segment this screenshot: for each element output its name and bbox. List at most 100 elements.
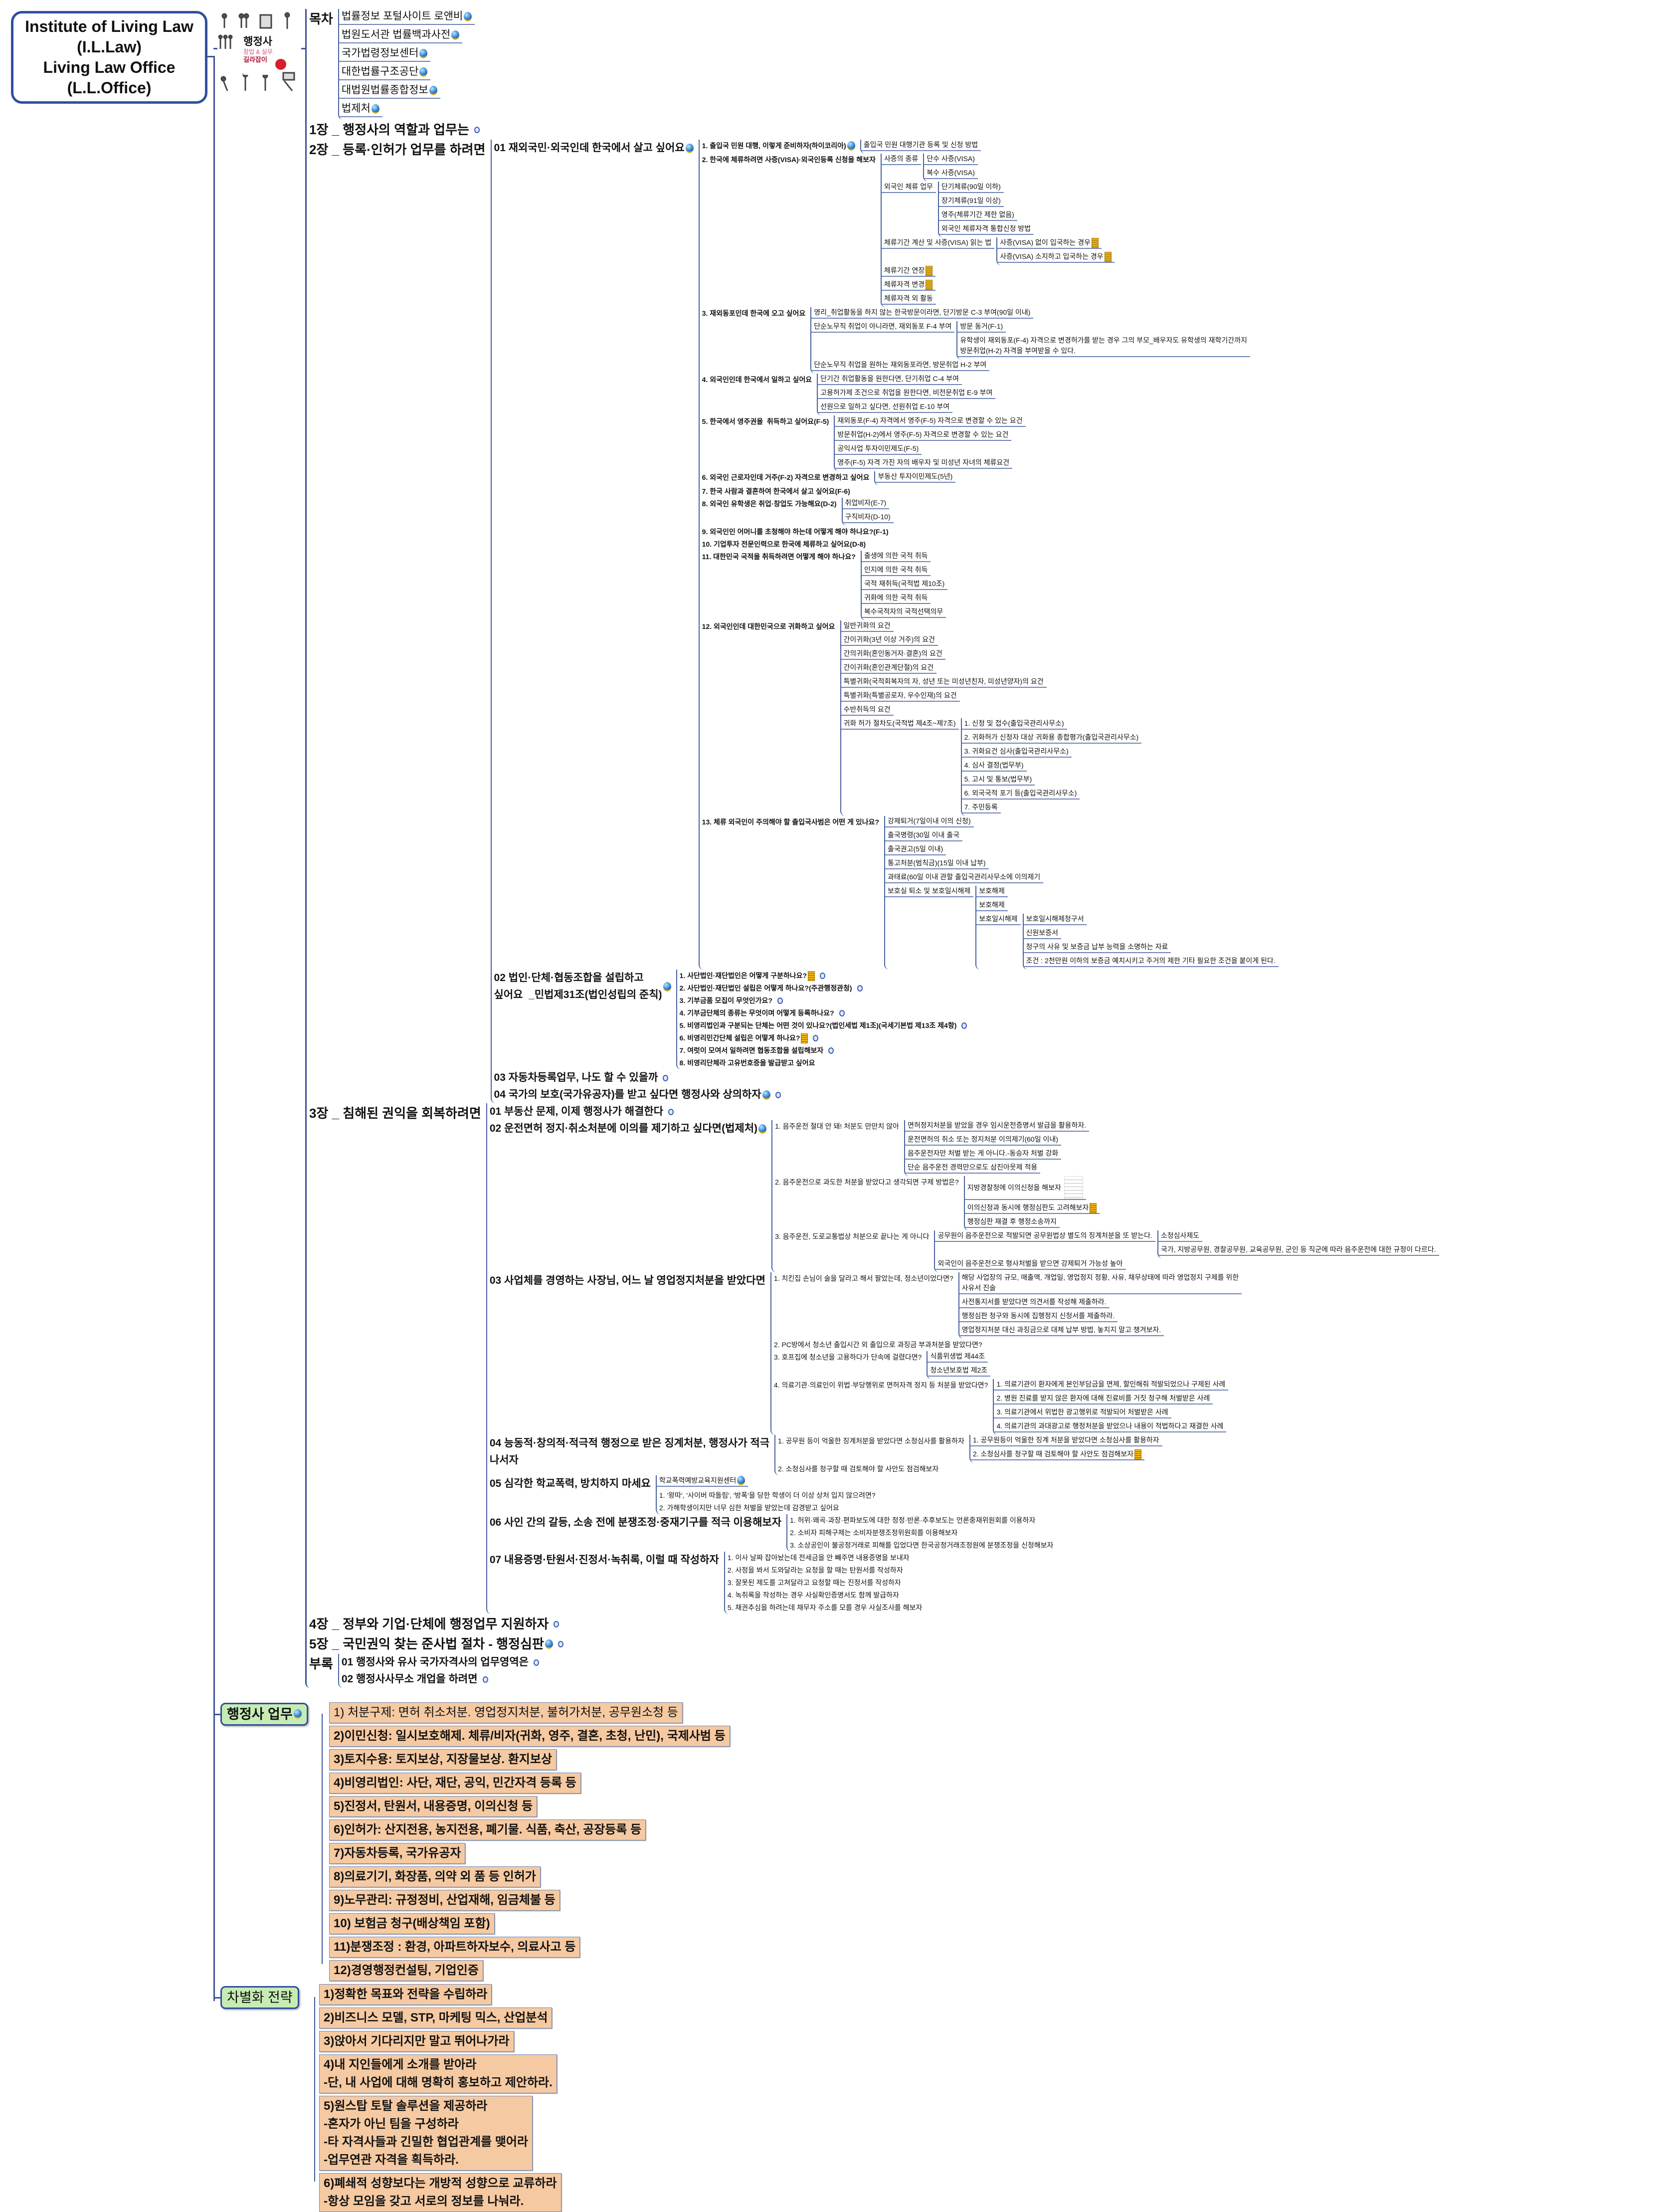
node-label: 보호일시해제: [976, 914, 1021, 925]
mindmap-node: 출국권고(5일 이내): [885, 844, 1279, 858]
work-item-box[interactable]: 2)이민신청: 일시보호해제. 체류/비자(귀화, 영주, 결혼, 초청, 난민…: [329, 1726, 730, 1747]
node-text: 법원도서관 법률백과사전: [341, 29, 451, 40]
node-label[interactable]: 학교폭력예방교육지원센터: [656, 1475, 748, 1487]
expand-plus-icon[interactable]: [961, 1022, 967, 1029]
note-icon[interactable]: [801, 1033, 808, 1043]
node-label[interactable]: 대법원법률종합정보: [339, 83, 440, 99]
work-item-box[interactable]: 9)노무관리: 규정정비, 산업재해, 임금체불 등: [329, 1890, 560, 1911]
mindmap-node: 2. 소비자 피해구제는 소비자분쟁조정위원회를 이용해보자: [787, 1527, 1056, 1539]
node-label[interactable]: 01 재외국민·외국인데 한국에서 살고 싶어요: [492, 140, 697, 157]
node-label[interactable]: 02 법인·단체·협동조합을 설립하고 싶어요 _민법제31조(법인성립의 준칙…: [492, 970, 674, 1004]
note-icon[interactable]: [1134, 1449, 1142, 1459]
node-label[interactable]: 5장 _ 국민권익 찾는 준사법 절차 - 행정심판: [307, 1634, 566, 1654]
mindmap-node: 대한법률구조공단: [339, 64, 475, 83]
mindmap-node: 5장 _ 국민권익 찾는 준사법 절차 - 행정심판: [307, 1634, 1439, 1654]
globe-link-icon[interactable]: [371, 104, 379, 114]
expand-plus-icon[interactable]: [482, 1676, 488, 1683]
globe-link-icon[interactable]: [419, 67, 428, 77]
note-icon[interactable]: [1091, 237, 1099, 248]
node-label: 5. 채권추심을 하려는데 채무자 주소를 모를 경우 사실조사를 해보자: [725, 1602, 926, 1614]
work-item-box[interactable]: 6)인허가: 산지전용, 농지전용, 폐기물. 식품, 축산, 공장등록 등: [329, 1819, 646, 1840]
work-item-box[interactable]: 4)비영리법인: 사단, 재단, 공익, 민간자격 등록 등: [329, 1773, 581, 1794]
node-text: 8. 외국인 유학생은 취업·창업도 가능해요(D-2): [702, 500, 837, 508]
globe-link-icon[interactable]: [293, 1709, 302, 1719]
strategy-item-box[interactable]: 6)폐쇄적 성향보다는 개방적 성향으로 교류하라 -항상 모임을 갖고 서로의…: [319, 2173, 561, 2212]
expand-plus-icon[interactable]: [775, 1091, 781, 1098]
node-label: 2. 한국에 체류하려면 사증(VISA)·외국인등록 신청을 해보자: [700, 154, 879, 166]
node-label: 04 능동적·창의적·적극적 행정으로 받은 징계처분, 행정사가 적극 나서자: [487, 1435, 772, 1469]
expand-plus-icon[interactable]: [554, 1620, 560, 1627]
node-label[interactable]: 1. 출입국 민원 대행, 이렇게 준비하자(하이코리아): [700, 140, 858, 152]
strategy-item-box[interactable]: 1)정확한 목표와 전략을 수립하라: [319, 1984, 492, 2005]
globe-link-icon[interactable]: [545, 1639, 553, 1649]
strategy-item-box[interactable]: 2)비즈니스 모델, STP, 마케팅 믹스, 산업분석: [319, 2008, 553, 2028]
strategy-branch-line: [314, 1997, 315, 2182]
note-icon[interactable]: [926, 265, 933, 276]
globe-link-icon[interactable]: [847, 141, 855, 151]
node-label[interactable]: 법률정보 포털사이트 로앤비: [339, 9, 475, 25]
work-topic[interactable]: 행정사 업무: [220, 1703, 308, 1726]
work-item-box[interactable]: 11)분쟁조정 : 환경, 아파트하자보수, 의료사고 등: [329, 1937, 580, 1958]
work-title: 행정사 업무: [227, 1707, 293, 1722]
globe-link-icon[interactable]: [419, 48, 428, 58]
node-label: 2. 소청심사를 청구할 때 검토해야 할 사안도 점검해보자: [970, 1449, 1145, 1460]
work-item-box[interactable]: 10) 보험금 청구(배상책임 포함): [329, 1913, 495, 1934]
globe-link-icon[interactable]: [737, 1476, 746, 1485]
globe-link-icon[interactable]: [663, 982, 671, 992]
globe-link-icon[interactable]: [685, 143, 694, 153]
expand-plus-icon[interactable]: [533, 1659, 539, 1666]
work-item-box[interactable]: 1) 처분구제: 면허 취소처분. 영업정지처분, 불허가처분, 공무원소청 등: [329, 1702, 683, 1723]
note-icon[interactable]: [808, 971, 815, 981]
expand-plus-icon[interactable]: [828, 1047, 834, 1054]
mindmap-node: 단순 음주운전 경력만으로도 삼진아웃제 적용: [905, 1162, 1089, 1176]
node-label[interactable]: 대한법률구조공단: [339, 64, 431, 80]
strategy-topic[interactable]: 차별화 전략: [220, 1986, 299, 2009]
expand-plus-icon[interactable]: [777, 998, 783, 1004]
globe-link-icon[interactable]: [464, 11, 472, 21]
node-label: 특별귀화(특별공로자, 우수인재)의 요건: [841, 690, 960, 702]
work-item-box[interactable]: 5)진정서, 탄원서, 내용증명, 이의신청 등: [329, 1796, 538, 1817]
expand-plus-icon[interactable]: [820, 973, 826, 979]
node-label[interactable]: 국가법령정보센터: [339, 46, 431, 62]
strategy-item-box[interactable]: 3)앉아서 기다리지만 말고 뛰어나가라: [319, 2031, 514, 2052]
note-icon[interactable]: [926, 279, 933, 290]
work-item-box[interactable]: 8)의료기기, 화장품, 의약 외 품 등 인허가: [329, 1866, 541, 1887]
node-label: 과태료(60일 이내 관할 출입국관리사무소에 이의제기: [885, 872, 1044, 883]
strategy-list: 1)정확한 목표와 전략을 수립하라 2)비즈니스 모델, STP, 마케팅 믹스…: [319, 1984, 561, 2212]
node-label: 단수 사증(VISA): [924, 154, 978, 165]
strategy-item-box[interactable]: 5)원스탑 토탈 솔루션을 제공하라 -혼자가 아닌 팀을 구성하라 -타 자격…: [319, 2096, 533, 2171]
work-item-box[interactable]: 7)자동차등록, 국가유공자: [329, 1843, 466, 1864]
root-topic[interactable]: Institute of Living Law (I.L.Law) Living…: [11, 11, 207, 104]
mindmap-node: 2. 사정을 봐서 도와달라는 요청을 할 때는 탄원서를 작성하자: [725, 1564, 926, 1577]
node-label[interactable]: 04 국가의 보호(국가유공자)를 받고 싶다면 행정사와 상의하자: [492, 1086, 784, 1103]
work-item-box[interactable]: 12)경영행정컨설팅, 기업인증: [329, 1960, 483, 1981]
expand-plus-icon[interactable]: [474, 126, 480, 133]
node-label[interactable]: 02 운전면허 정지·취소처분에 이의를 제기하고 싶다면(법제처): [487, 1120, 769, 1137]
node-label[interactable]: 법제처: [339, 101, 382, 117]
strategy-item-box[interactable]: 4)내 지인들에게 소개를 받아라 -단, 내 사업에 대해 명확히 홍보하고 …: [319, 2054, 557, 2093]
note-icon[interactable]: [1104, 251, 1112, 262]
node-label[interactable]: 법원도서관 법률백과사전: [339, 27, 463, 43]
note-icon[interactable]: [1090, 1203, 1097, 1213]
expand-plus-icon[interactable]: [668, 1108, 674, 1115]
work-item-box[interactable]: 3)토지수용: 토지보상, 지장물보상. 환지보상: [329, 1749, 557, 1770]
mindmap-node: 청소년보호법 제2조: [928, 1365, 991, 1379]
expand-plus-icon[interactable]: [839, 1010, 845, 1016]
expand-plus-icon[interactable]: [813, 1035, 819, 1041]
globe-link-icon[interactable]: [451, 30, 460, 40]
expand-plus-icon[interactable]: [663, 1074, 669, 1081]
mindmap-node: 단수 사증(VISA): [924, 154, 978, 168]
node-text: 02 운전면허 정지·취소처분에 이의를 제기하고 싶다면(법제처): [489, 1123, 758, 1134]
globe-link-icon[interactable]: [758, 1124, 767, 1134]
globe-link-icon[interactable]: [429, 85, 437, 95]
globe-link-icon[interactable]: [762, 1090, 770, 1100]
mindmap-node: 구직비자(D-10): [842, 512, 894, 526]
node-text: 목차: [309, 11, 333, 26]
mindmap-node: 2. 소청심사를 청구할 때 검토해야 할 사안도 점검해보자: [970, 1449, 1162, 1463]
expand-plus-icon[interactable]: [558, 1640, 563, 1647]
expand-plus-icon[interactable]: [857, 985, 863, 992]
